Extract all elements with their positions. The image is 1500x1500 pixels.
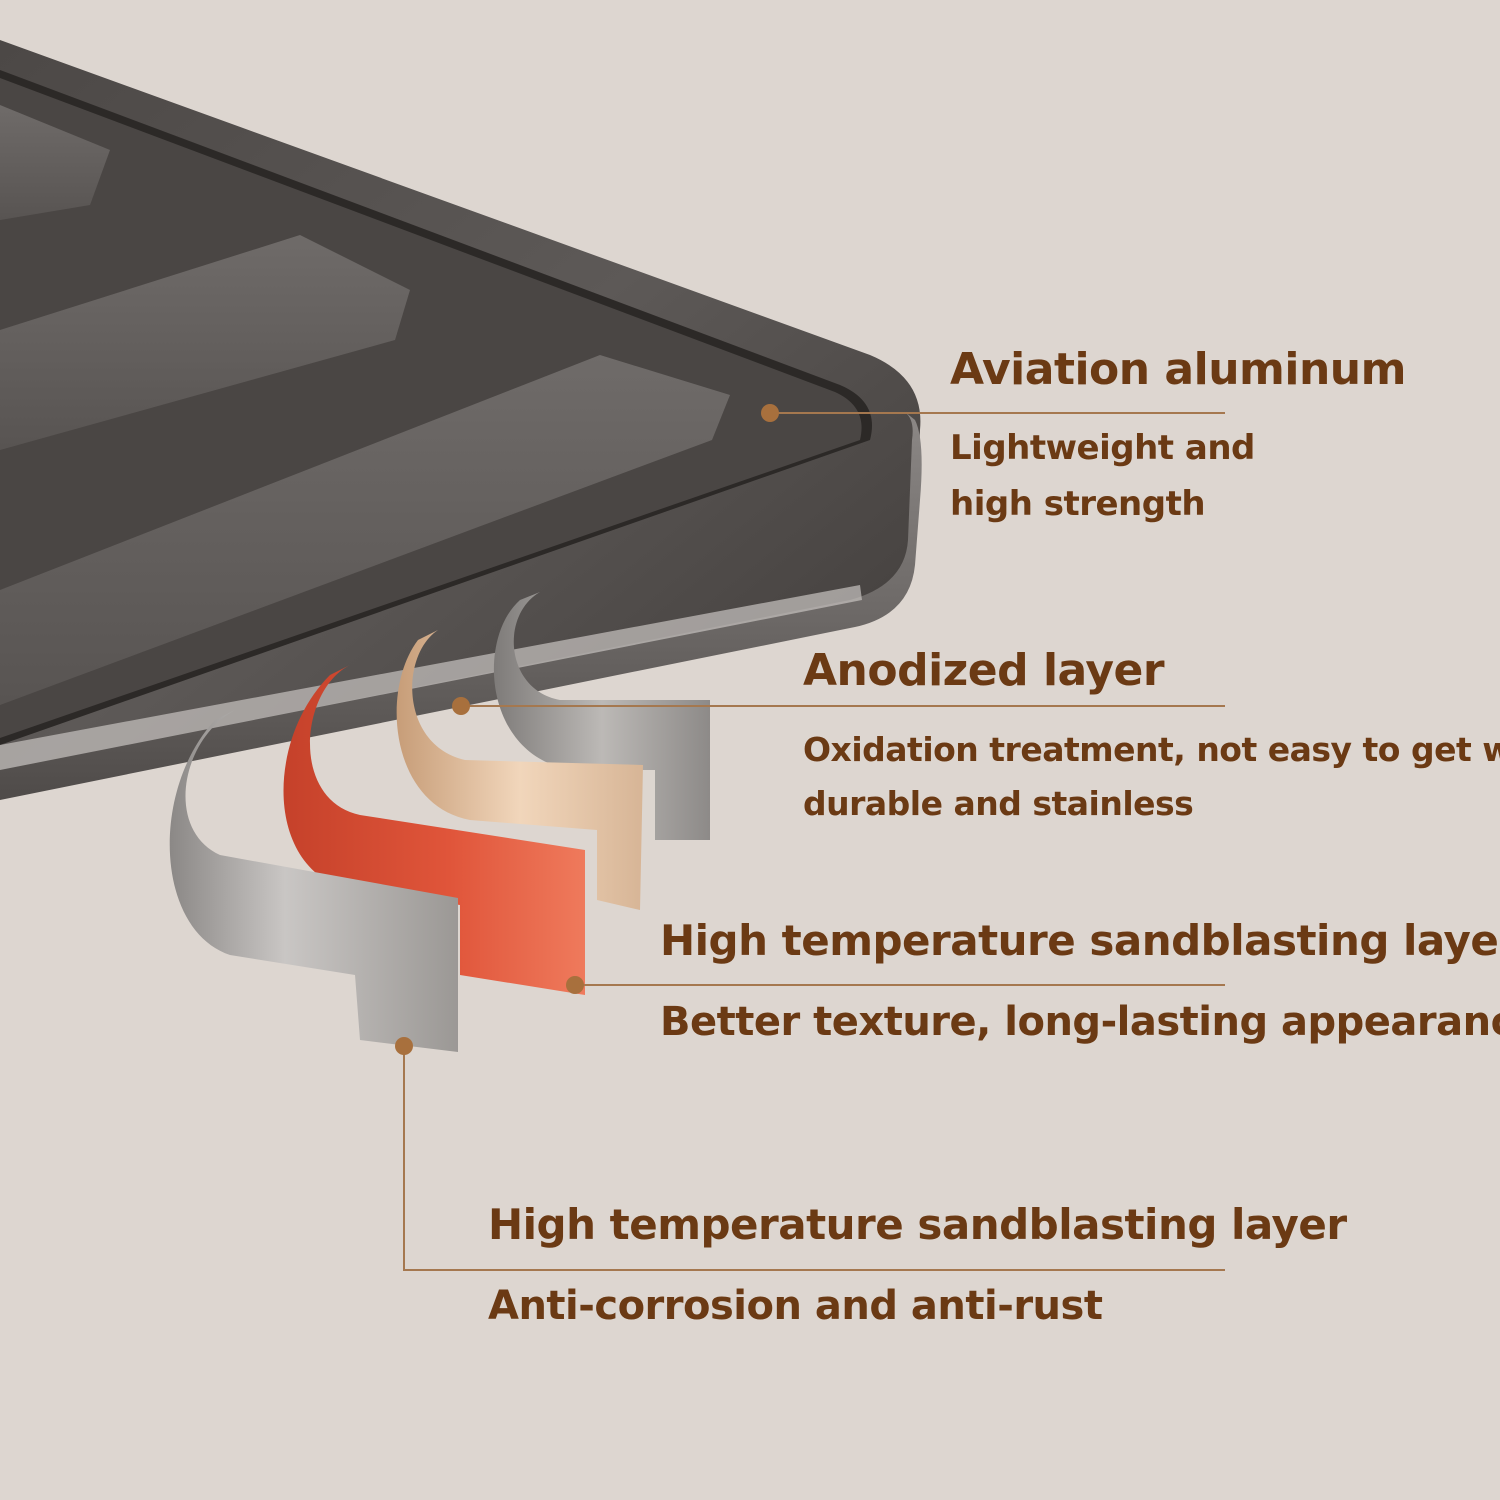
callout-2-description-line-1: Oxidation treatment, not easy to get wet… <box>803 730 1500 769</box>
callout-1-description-line-1: Lightweight and <box>950 428 1255 468</box>
layer-strips <box>169 592 710 1052</box>
callout-3-description-line-1: Better texture, long-lasting appearance <box>660 999 1500 1045</box>
callout-1-leader <box>761 404 1225 422</box>
callout-2-title: Anodized layer <box>803 645 1165 696</box>
callout-1-marker <box>761 404 779 422</box>
callout-2-leader <box>452 697 1225 715</box>
callout-4-marker <box>395 1037 413 1055</box>
callout-4-title: High temperature sandblasting layer <box>488 1200 1347 1249</box>
callout-2-description-line-2: durable and stainless <box>803 784 1194 823</box>
rack-frame <box>0 40 922 800</box>
callout-4-leader <box>395 1037 1225 1271</box>
callout-3-marker <box>566 976 584 994</box>
callout-3-leader <box>566 976 1225 994</box>
callout-1-description-line-2: high strength <box>950 484 1206 524</box>
callout-3-title: High temperature sandblasting layer <box>660 916 1500 965</box>
callout-1-title: Aviation aluminum <box>950 344 1406 395</box>
callout-2-marker <box>452 697 470 715</box>
callout-4-description-line-1: Anti-corrosion and anti-rust <box>488 1283 1103 1329</box>
